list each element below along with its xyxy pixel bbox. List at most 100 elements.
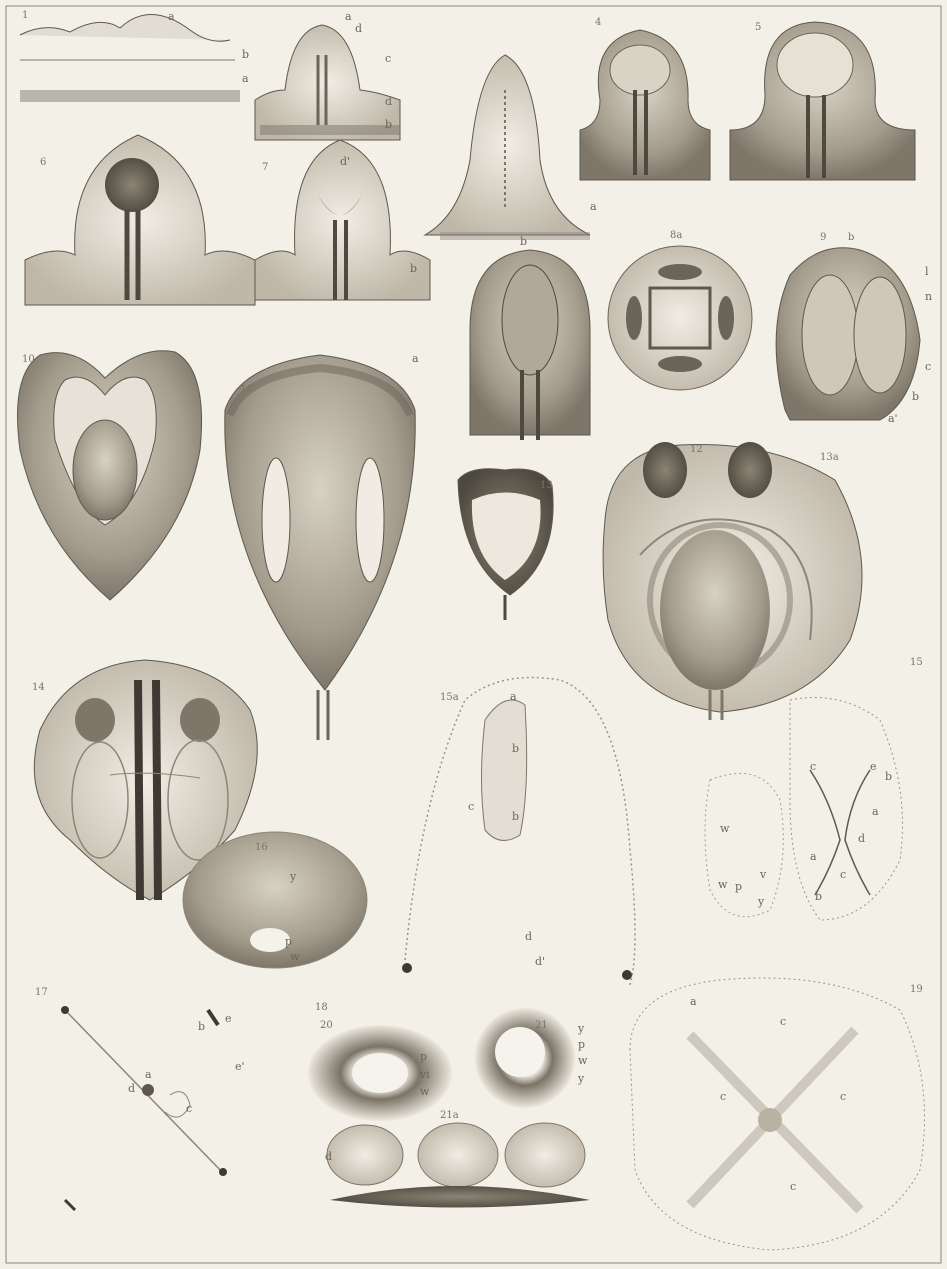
svg-text:a: a bbox=[872, 805, 879, 818]
svg-text:15a: 15a bbox=[440, 692, 459, 703]
figure-17: 17 a d b e e' c bbox=[35, 987, 245, 1210]
svg-text:c: c bbox=[925, 360, 931, 373]
figure-11: 11 bbox=[225, 355, 415, 740]
svg-text:d: d bbox=[355, 22, 362, 35]
svg-text:n: n bbox=[925, 290, 932, 303]
svg-text:a: a bbox=[242, 72, 249, 85]
svg-text:p: p bbox=[578, 1038, 585, 1051]
figure-20: 20 p vi w bbox=[308, 1020, 452, 1121]
figure-6: 6 bbox=[25, 135, 255, 305]
svg-text:e': e' bbox=[235, 1060, 245, 1073]
svg-text:16: 16 bbox=[255, 842, 268, 853]
svg-text:a: a bbox=[145, 1068, 152, 1081]
svg-text:c: c bbox=[840, 868, 846, 881]
svg-text:d: d bbox=[325, 1150, 332, 1163]
figure-7: 7 d' b a bbox=[255, 140, 430, 365]
svg-text:a: a bbox=[810, 850, 817, 863]
svg-text:y: y bbox=[577, 1072, 585, 1085]
svg-text:c: c bbox=[790, 1180, 796, 1193]
figure-8a: 8a bbox=[608, 230, 752, 390]
svg-text:p: p bbox=[735, 880, 742, 893]
svg-text:a: a bbox=[510, 690, 517, 703]
svg-text:b: b bbox=[385, 118, 392, 131]
svg-text:b: b bbox=[512, 810, 519, 823]
svg-text:21: 21 bbox=[535, 1020, 548, 1031]
svg-text:4: 4 bbox=[595, 17, 601, 28]
figure-4: 4 bbox=[580, 17, 710, 180]
figure-1: 1 a b a bbox=[20, 10, 249, 102]
svg-text:19: 19 bbox=[910, 984, 923, 995]
svg-text:b: b bbox=[912, 390, 919, 403]
cell-diagram-center: w v w p y bbox=[705, 773, 783, 916]
svg-text:e: e bbox=[870, 760, 877, 773]
figure-15a: 15a a b c b d d' bbox=[402, 678, 635, 986]
svg-text:c: c bbox=[720, 1090, 726, 1103]
svg-text:a: a bbox=[590, 200, 597, 213]
svg-text:13a: 13a bbox=[820, 452, 839, 463]
figure-5: 5 bbox=[730, 22, 915, 180]
svg-text:b: b bbox=[410, 262, 417, 275]
figure-16: 16 y p w bbox=[183, 832, 367, 968]
svg-text:8a: 8a bbox=[670, 230, 682, 241]
svg-text:b: b bbox=[512, 742, 519, 755]
svg-text:w: w bbox=[290, 950, 300, 963]
svg-text:d: d bbox=[525, 930, 532, 943]
svg-text:vi: vi bbox=[419, 1068, 430, 1081]
svg-text:c: c bbox=[186, 1102, 192, 1115]
svg-text:y: y bbox=[289, 870, 297, 883]
figure-2: a d c d b bbox=[255, 10, 400, 140]
svg-text:c: c bbox=[810, 760, 816, 773]
svg-text:y: y bbox=[757, 895, 765, 908]
svg-text:y: y bbox=[577, 1022, 585, 1035]
svg-text:20: 20 bbox=[320, 1020, 333, 1031]
svg-text:17: 17 bbox=[35, 987, 48, 998]
cell-diagram-right: c e b a d a c b bbox=[790, 698, 903, 921]
svg-text:p: p bbox=[420, 1050, 427, 1063]
svg-text:e: e bbox=[225, 1012, 232, 1025]
svg-text:6: 6 bbox=[40, 157, 46, 168]
figure-9: b l n c b a' 9 bbox=[776, 232, 932, 425]
figure-19: 19 a c c c c bbox=[630, 978, 925, 1250]
svg-text:b: b bbox=[520, 235, 527, 248]
svg-text:c: c bbox=[840, 1090, 846, 1103]
svg-text:d: d bbox=[858, 832, 865, 845]
figure-number: 1 bbox=[22, 10, 28, 21]
svg-text:7: 7 bbox=[262, 162, 268, 173]
figure-21: 21 y p w y bbox=[475, 1008, 588, 1108]
svg-text:b: b bbox=[815, 890, 822, 903]
figure-10: 10 bbox=[18, 351, 202, 600]
svg-text:b: b bbox=[198, 1020, 205, 1033]
svg-text:v: v bbox=[759, 868, 767, 881]
figure-21a: 21a d bbox=[325, 1110, 590, 1208]
figure-8 bbox=[470, 250, 590, 440]
svg-text:c: c bbox=[468, 800, 474, 813]
svg-text:c: c bbox=[780, 1015, 786, 1028]
figure-18-label: 18 bbox=[315, 1002, 328, 1013]
svg-text:d': d' bbox=[340, 155, 350, 168]
svg-text:w: w bbox=[718, 878, 728, 891]
svg-text:b: b bbox=[848, 232, 854, 243]
svg-text:21a: 21a bbox=[440, 1110, 459, 1121]
svg-text:l: l bbox=[925, 265, 929, 278]
svg-text:d': d' bbox=[535, 955, 545, 968]
figure-15-label: 15 bbox=[910, 657, 923, 668]
svg-text:9: 9 bbox=[820, 232, 826, 243]
svg-text:5: 5 bbox=[755, 22, 761, 33]
svg-text:a: a bbox=[690, 995, 697, 1008]
svg-text:p: p bbox=[285, 935, 292, 948]
svg-text:c: c bbox=[385, 52, 391, 65]
figure-12: 12 13a bbox=[603, 442, 862, 720]
svg-text:d: d bbox=[385, 95, 392, 108]
svg-text:d: d bbox=[128, 1082, 135, 1095]
svg-text:a: a bbox=[345, 10, 352, 23]
svg-text:10: 10 bbox=[22, 354, 35, 365]
svg-text:w: w bbox=[720, 822, 730, 835]
svg-text:a: a bbox=[412, 352, 419, 365]
svg-text:b: b bbox=[242, 48, 249, 61]
svg-text:13: 13 bbox=[540, 480, 553, 491]
svg-text:b: b bbox=[885, 770, 892, 783]
svg-text:a: a bbox=[168, 10, 175, 23]
svg-text:w: w bbox=[420, 1085, 430, 1098]
svg-text:14: 14 bbox=[32, 682, 45, 693]
